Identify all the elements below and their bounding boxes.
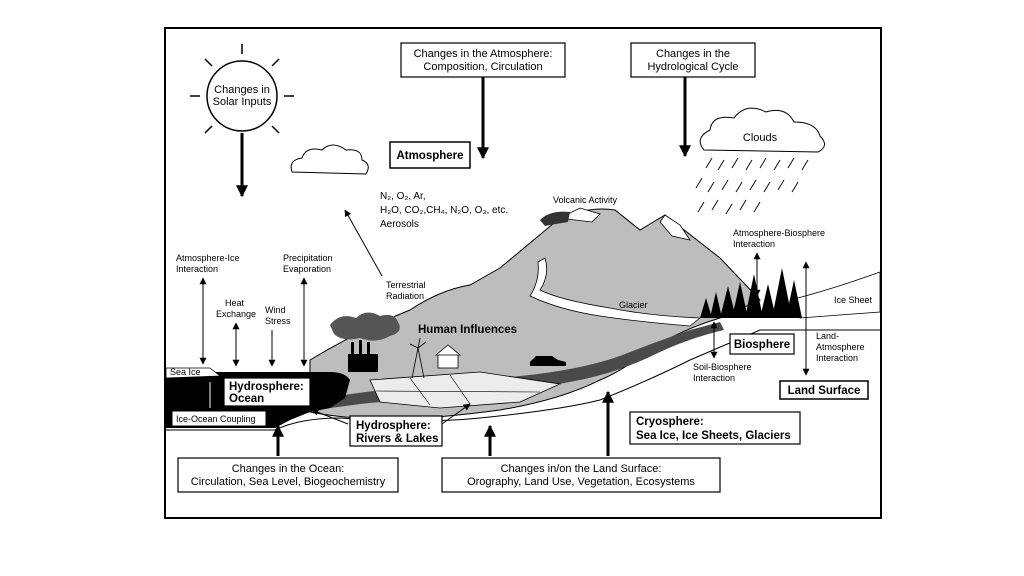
- gases-line1: N₂, O₂, Ar,: [380, 191, 426, 202]
- ice-ocean-box: [171, 410, 267, 427]
- fields: [369, 371, 562, 409]
- mountain-snow: [659, 214, 691, 241]
- volcano-smoke: [540, 211, 570, 226]
- heat-exchange-line2: Exchange: [216, 309, 256, 319]
- ice-sheet-shape: [789, 271, 881, 319]
- ground-line: [166, 329, 880, 431]
- clouds-label: Clouds: [743, 132, 778, 144]
- factory-icon: [330, 312, 400, 372]
- ocean-changes-box: [177, 457, 399, 493]
- gases-line2: H₂O, CO₂,CH₄, N₂O, O₃, etc.: [380, 205, 508, 216]
- volcanic-activity-label: Volcanic Activity: [553, 195, 618, 205]
- land-changes-box: [441, 457, 721, 493]
- car-icon: [530, 356, 566, 366]
- land-surface-label: Land Surface: [788, 385, 861, 397]
- wind-stress-line1: Wind: [265, 305, 286, 315]
- cryosphere-line1: Cryosphere:: [636, 416, 704, 428]
- sea-ice-label: Sea Ice: [170, 367, 201, 377]
- soil-biosphere-line2: Interaction: [693, 373, 735, 383]
- hydro-cycle-line1: Changes in the: [656, 48, 730, 60]
- glacier-shape: [529, 257, 702, 327]
- cryosphere-line2: Sea Ice, Ice Sheets, Glaciers: [636, 430, 791, 442]
- solar-label-line2: Solar Inputs: [213, 96, 272, 108]
- land-atmo-line2: Atmosphere: [816, 342, 865, 352]
- ocean-changes-line1: Changes in the Ocean:: [232, 463, 345, 475]
- house-icon: [434, 344, 462, 369]
- atmosphere-changes-box: [400, 42, 566, 78]
- glacier-label: Glacier: [619, 300, 648, 310]
- cloud-small-icon: [290, 144, 369, 175]
- hydrosphere-rivers-line2: Rivers & Lakes: [356, 433, 438, 445]
- land-atmo-line3: Interaction: [816, 353, 858, 363]
- atmo-ice-line1: Atmosphere-Ice: [176, 253, 240, 263]
- precip-line2: Evaporation: [283, 264, 331, 274]
- hydrosphere-ocean-line1: Hydrosphere:: [229, 381, 304, 393]
- biosphere-box: [729, 333, 795, 355]
- atmo-biosphere-line2: Interaction: [733, 239, 775, 249]
- land-changes-line1: Changes in/on the Land Surface:: [501, 463, 662, 475]
- hydrosphere-rivers-box: [349, 415, 443, 447]
- ice-ocean-label: Ice-Ocean Coupling: [176, 414, 256, 424]
- windmill-icon: [409, 337, 427, 379]
- rain-cloud-icon: [695, 107, 825, 215]
- terrestrial-arrow: [344, 209, 383, 277]
- sea-ice-shape: [165, 367, 222, 379]
- terrestrial-line2: Radiation: [386, 291, 424, 301]
- cryosphere-box: [629, 411, 801, 445]
- biosphere-label: Biosphere: [734, 339, 790, 351]
- precip-line1: Precipitation: [283, 253, 333, 263]
- atmosphere-changes-line1: Changes in the Atmosphere:: [414, 48, 553, 60]
- hydrosphere-rivers-line1: Hydrosphere:: [356, 420, 431, 432]
- wind-stress-line2: Stress: [265, 316, 291, 326]
- ocean-changes-line2: Circulation, Sea Level, Biogeochemistry: [191, 476, 386, 488]
- ice-sheet-label: Ice Sheet: [834, 295, 873, 305]
- hydro-cycle-line2: Hydrological Cycle: [647, 61, 738, 73]
- gases-line3: Aerosols: [380, 219, 419, 230]
- atmo-ice-line2: Interaction: [176, 264, 218, 274]
- atmo-biosphere-line1: Atmosphere-Biosphere: [733, 228, 825, 238]
- atmosphere-box: [389, 141, 471, 169]
- hydro-cycle-box: [630, 42, 756, 78]
- volcano-snow: [558, 207, 601, 223]
- soil-biosphere-line1: Soil-Biosphere: [693, 362, 752, 372]
- land-atmo-line1: Land-: [816, 331, 839, 341]
- hydrosphere-ocean-box: [223, 377, 311, 407]
- human-influences-label: Human Influences: [418, 324, 517, 336]
- rivers-link-right: [441, 403, 471, 425]
- terrestrial-line1: Terrestrial: [386, 280, 426, 290]
- hydrosphere-ocean-line2: Ocean: [229, 393, 264, 405]
- atmosphere-changes-line2: Composition, Circulation: [423, 61, 542, 73]
- heat-exchange-line1: Heat: [225, 298, 245, 308]
- atmosphere-label: Atmosphere: [396, 150, 463, 162]
- land-surface-box: [779, 380, 869, 400]
- sun-icon: [190, 44, 294, 134]
- solar-label-line1: Changes in: [214, 84, 270, 96]
- rivers-link-left: [311, 409, 349, 425]
- land-changes-line2: Orography, Land Use, Vegetation, Ecosyst…: [467, 476, 695, 488]
